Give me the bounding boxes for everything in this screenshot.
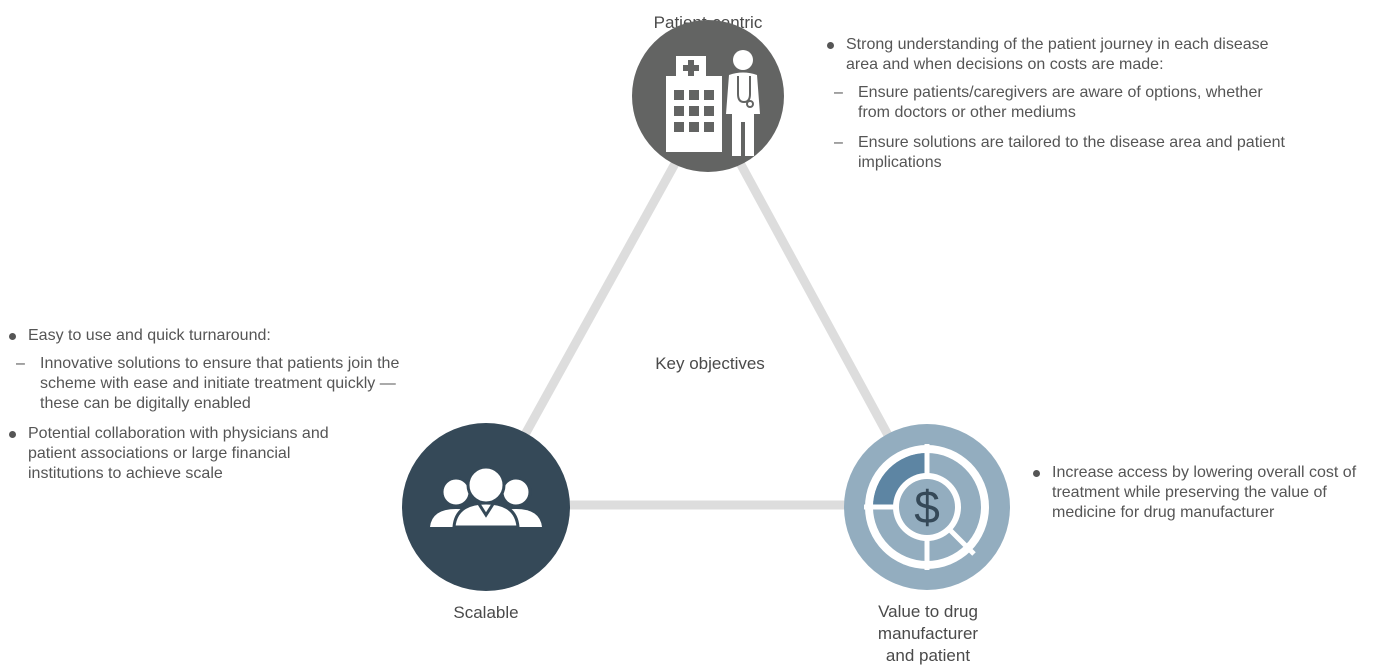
- value-label-line-3: and patient: [885, 646, 971, 665]
- bullet-item: Potential collaboration with physicians …: [6, 424, 416, 484]
- sub-bullet-item: Ensure patients/caregivers are aware of …: [824, 83, 1304, 123]
- center-title: Key objectives: [655, 354, 765, 373]
- bullet-item: Strong understanding of the patient jour…: [824, 35, 1304, 75]
- node-label-scalable: Scalable: [453, 603, 519, 622]
- people-group-icon: [430, 465, 542, 529]
- scalable-description: Easy to use and quick turnaround: Innova…: [6, 326, 416, 492]
- dollar-donut-icon: $: [844, 424, 1010, 590]
- bullet-item: Increase access by lowering overall cost…: [1030, 463, 1392, 523]
- value-label-line-1: Value to drug: [878, 602, 978, 621]
- value-label-line-2: manufacturer: [877, 624, 979, 643]
- svg-text:$: $: [914, 481, 940, 533]
- value-description: Increase access by lowering overall cost…: [1030, 463, 1392, 531]
- patient-centric-node: [632, 20, 784, 172]
- value-node: $: [844, 424, 1010, 590]
- scalable-node: [402, 423, 570, 591]
- node-label-value: Value to drug manufacturer and patient: [828, 601, 1028, 667]
- hospital-doctor-icon: [666, 50, 760, 156]
- sub-bullet-item: Innovative solutions to ensure that pati…: [6, 354, 416, 414]
- sub-bullet-item: Ensure solutions are tailored to the dis…: [824, 133, 1304, 173]
- bullet-item: Easy to use and quick turnaround:: [6, 326, 416, 346]
- patient-centric-description: Strong understanding of the patient jour…: [824, 35, 1304, 183]
